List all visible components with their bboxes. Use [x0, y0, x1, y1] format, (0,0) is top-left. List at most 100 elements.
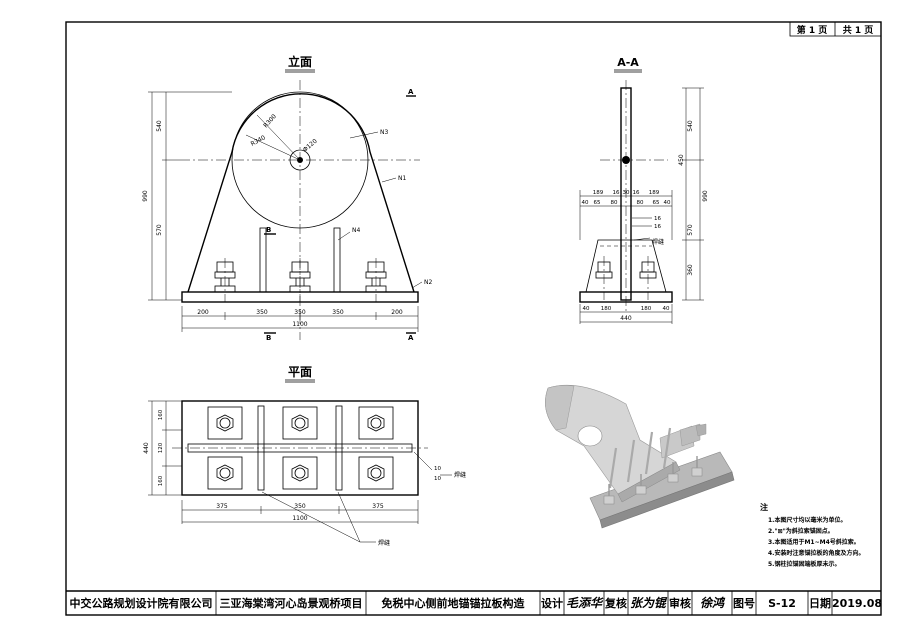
project-name: 三亚海棠湾河心岛景观桥项目 — [220, 596, 363, 610]
isometric-render — [545, 384, 735, 529]
iso-bolts — [603, 456, 703, 505]
plan-bolt-6 — [358, 456, 394, 490]
plan-bolt-3 — [358, 406, 394, 440]
section-top-b6: 40 — [664, 200, 671, 206]
plan-bolt-2 — [282, 406, 318, 440]
section-bottom-total: 440 — [620, 315, 632, 322]
part-tag-n3: N3 — [380, 129, 388, 136]
plan-left-total: 440 — [143, 442, 150, 454]
title-block: 中交公路规划设计院有限公司 三亚海棠湾河心岛景观桥项目 免税中心侧前地锚锚拉板构… — [66, 590, 882, 615]
section-pin — [622, 156, 630, 164]
section-top-a1: 189 — [593, 190, 604, 196]
plan-bottom-total: 1100 — [292, 515, 307, 522]
section-top-a2: 16 — [613, 190, 620, 196]
page-number: 第 1 页 — [797, 24, 828, 36]
section-bottom-1: 40 — [583, 306, 590, 312]
section-right-dim-1: 540 — [687, 120, 694, 132]
radius-inner-label: R340 — [250, 134, 267, 148]
plan-left-dim-1: 160 — [158, 409, 164, 420]
date-value: 2019.08 — [832, 597, 882, 610]
design-signature: 毛添华 — [566, 596, 604, 610]
section-tag-a: 16 — [654, 216, 661, 222]
note-item-2: 2."⊠"为斜拉索锚固点。 — [768, 527, 834, 535]
plan-left-dim-2: 120 — [158, 442, 164, 453]
stiffener-left — [259, 227, 267, 293]
drawing-title: 免税中心侧前地锚锚拉板构造 — [382, 596, 526, 610]
outer-frame — [65, 21, 882, 616]
dim-bottom-1: 200 — [197, 309, 209, 316]
section-main-plate — [620, 87, 632, 301]
pin-hole — [289, 149, 311, 171]
plan-weld-bottom: 焊缝 — [378, 539, 390, 547]
part-tag-n1: N1 — [398, 175, 406, 182]
elevation-view: 立面 R300 R340 Φ120 — [142, 54, 432, 342]
plan-main-plate — [187, 443, 413, 453]
plan-tag-a: 10 — [434, 466, 441, 472]
anchor-bolt-left — [214, 258, 236, 302]
section-title: A-A — [617, 56, 639, 69]
stiffener-right — [333, 227, 341, 293]
plan-bottom-2: 350 — [294, 503, 306, 510]
dim-left-bottom: 570 — [156, 224, 163, 236]
section-mark-b-top: B — [266, 226, 271, 234]
page-header-box — [789, 21, 882, 37]
section-aa-view: A-A 189 16 30 16 189 — [579, 56, 709, 324]
plan-weld-right: 焊缝 — [454, 471, 466, 479]
anchor-plate-outline — [187, 93, 415, 293]
notes-block: 注 1.本图尺寸均以毫米为单位。 2."⊠"为斜拉索锚固点。 3.本图适用于M1… — [760, 502, 864, 568]
section-right-dim-3: 570 — [687, 224, 694, 236]
plan-tag-b: 10 — [434, 476, 441, 482]
iso-pin-hole — [577, 425, 603, 447]
elevation-title: 立面 — [288, 54, 312, 69]
section-bottom-3: 180 — [641, 306, 652, 312]
plan-stiffener-left — [257, 405, 265, 491]
design-label: 设计 — [541, 596, 563, 610]
section-top-b2: 65 — [594, 200, 601, 206]
section-top-a4: 16 — [633, 190, 640, 196]
section-mark-b-bottom: B — [266, 334, 271, 342]
section-top-b4: 80 — [637, 200, 644, 206]
plan-bolt-4 — [207, 456, 243, 490]
dim-bottom-total: 1100 — [292, 321, 307, 328]
outer-circle — [231, 91, 369, 229]
plan-title: 平面 — [288, 365, 312, 379]
page-total: 共 1 页 — [843, 24, 874, 36]
section-right-total: 990 — [702, 190, 709, 202]
company-name: 中交公路规划设计院有限公司 — [70, 596, 213, 610]
section-right-dim-4: 360 — [687, 264, 694, 276]
note-item-4: 4.安装时注意锚拉板的角度及方向。 — [768, 549, 864, 557]
radius-outer-label: R300 — [262, 113, 278, 129]
section-weld-label: 焊缝 — [652, 238, 664, 246]
note-item-1: 1.本图尺寸均以毫米为单位。 — [768, 516, 846, 524]
section-bolt-right — [639, 256, 657, 300]
section-right-dim-2: 450 — [678, 154, 685, 166]
anchor-bolt-center — [289, 258, 311, 302]
section-bottom-4: 40 — [663, 306, 670, 312]
notes-title: 注 — [760, 502, 768, 512]
hole-diameter-label: Φ120 — [302, 138, 319, 154]
part-tag-n2: N2 — [424, 279, 432, 286]
note-item-3: 3.本图适用于M1~M4号斜拉索。 — [768, 538, 860, 546]
section-top-a5: 189 — [649, 190, 660, 196]
review-signature: 张为锟 — [630, 596, 668, 610]
plan-stiffener-right — [335, 405, 343, 491]
note-item-5: 5.钢柱拉锚固端板厚未示。 — [768, 560, 840, 568]
dim-left-total: 990 — [142, 190, 149, 202]
anchor-bolt-right — [365, 258, 387, 302]
section-top-b1: 40 — [582, 200, 589, 206]
plan-view: 平面 — [143, 365, 466, 547]
section-top-b3: 80 — [611, 200, 618, 206]
date-label: 日期 — [809, 596, 831, 610]
dim-left-top: 540 — [156, 120, 163, 132]
section-mark-a-bottom: A — [408, 334, 414, 342]
section-bottom-2: 180 — [601, 306, 612, 312]
dim-bottom-3: 350 — [294, 309, 306, 316]
plan-bottom-3: 375 — [372, 503, 384, 510]
radius-leader-outer — [256, 114, 301, 161]
section-mark-a-top: A — [408, 88, 414, 96]
check-label: 审核 — [669, 596, 691, 610]
check-signature: 徐鸿 — [700, 596, 726, 610]
dim-bottom-5: 200 — [391, 309, 403, 316]
